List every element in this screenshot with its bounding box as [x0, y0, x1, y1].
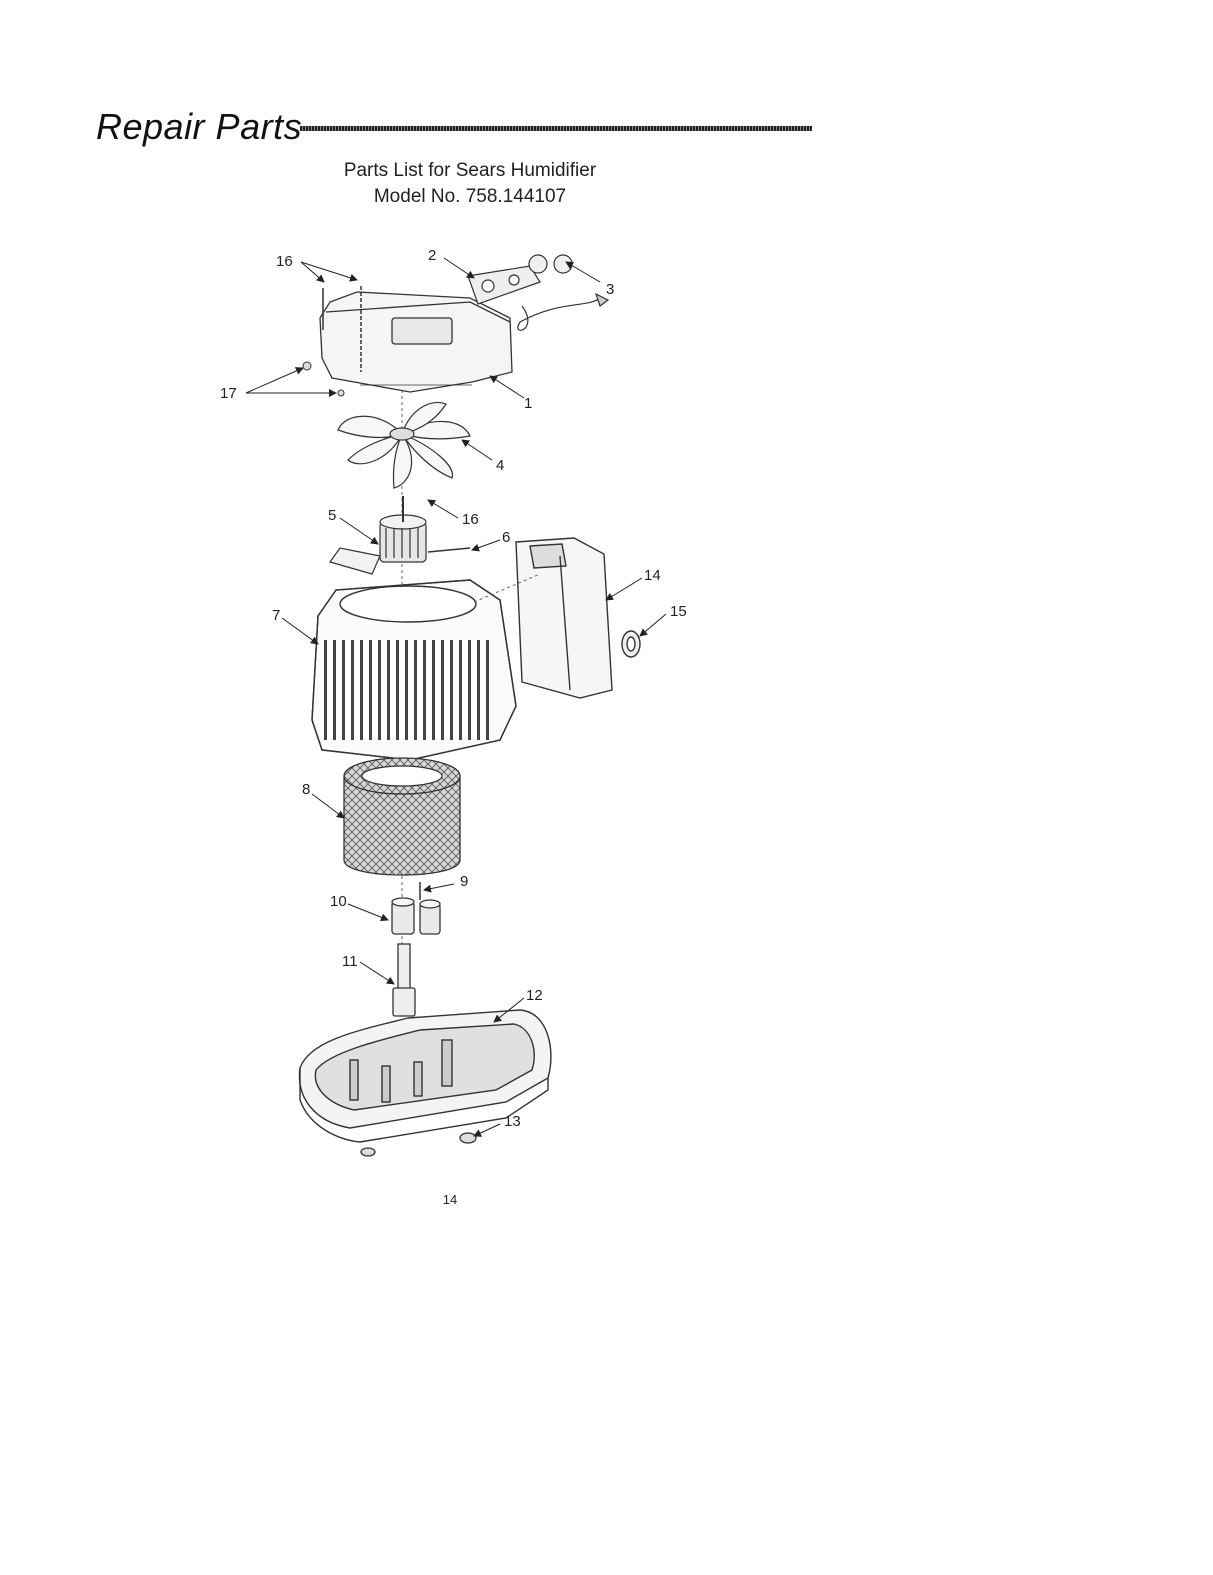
callout-15: 15 — [670, 603, 687, 620]
callout-13: 13 — [504, 1113, 521, 1130]
knobs-and-cord-part — [518, 255, 608, 330]
motor-part — [330, 496, 426, 574]
page-number: 14 — [400, 1192, 500, 1207]
callout-12: 12 — [526, 987, 543, 1004]
callout-14: 14 — [644, 567, 661, 584]
plug-lower — [338, 390, 344, 396]
wire-part — [428, 548, 470, 552]
callout-1: 1 — [524, 395, 532, 412]
callout-11: 11 — [342, 953, 358, 970]
callout-2: 2 — [428, 247, 436, 264]
control-panel-part — [468, 266, 540, 304]
callout-8: 8 — [302, 781, 310, 798]
callout-3: 3 — [606, 281, 614, 298]
housing-part — [312, 580, 516, 760]
callout-16-top: 16 — [276, 253, 293, 270]
water-tank-part — [516, 538, 612, 698]
plug-upper — [303, 362, 311, 370]
callout-16-mid: 16 — [462, 511, 479, 528]
callout-5: 5 — [328, 507, 336, 524]
callout-4: 4 — [496, 457, 504, 474]
tank-cap-part — [622, 631, 640, 657]
fan-blade-part — [338, 402, 470, 488]
callout-17: 17 — [220, 385, 237, 402]
callout-6: 6 — [502, 529, 510, 546]
callout-10: 10 — [330, 893, 347, 910]
top-cover-part — [320, 292, 512, 392]
callout-9: 9 — [460, 873, 468, 890]
float-rod-part — [393, 944, 415, 1016]
float-assembly-part — [392, 898, 440, 934]
base-feet-part — [361, 1133, 476, 1156]
wick-filter-part — [344, 758, 460, 875]
callout-7: 7 — [272, 607, 280, 624]
